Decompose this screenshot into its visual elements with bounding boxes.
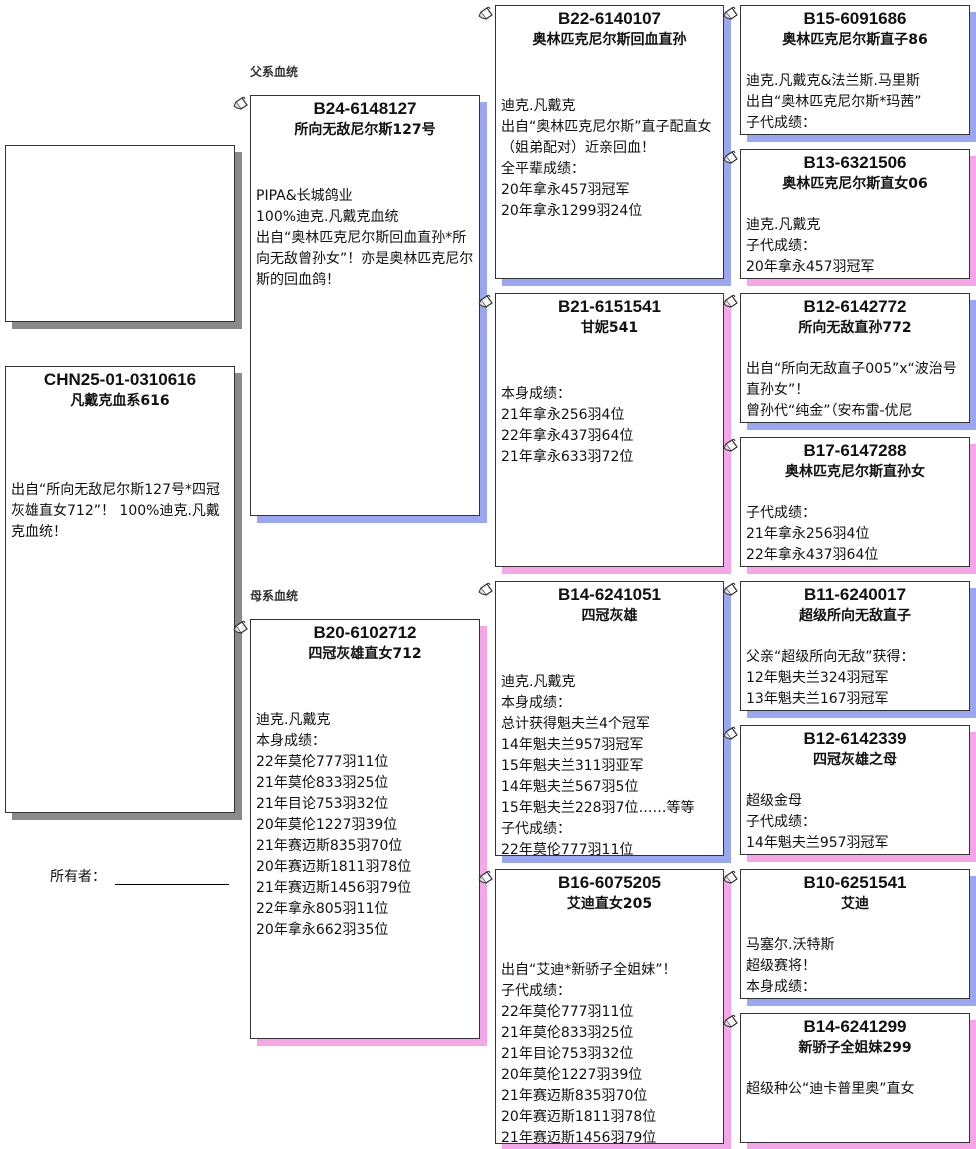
pigeon-notes: 出自“艾迪*新骄子全姐妹”！ 子代成绩： 22年莫伦777羽11位 21年莫伦8… [501,962,677,1144]
edit-bucket-icon[interactable] [723,438,739,454]
great-grandparent-card[interactable]: B17-6147288 奥林匹克尼尔斯直孙女 子代成绩： 21年拿永256羽4位… [740,437,970,567]
edit-bucket-icon[interactable] [478,582,494,598]
great-grandparent-card[interactable]: B13-6321506 奥林匹克尼尔斯直女06 迪克.凡戴克 子代成绩： 20年… [740,149,970,279]
owner-field[interactable] [115,884,229,885]
ring-number: B14-6241051 [557,585,662,604]
great-grandparent-card[interactable]: B10-6251541 艾迪 马塞尔.沃特斯 超级赛将！ 本身成绩： [740,869,970,999]
ring-number: B16-6075205 [557,873,662,892]
sire-card[interactable]: B24-6148127 所向无敌尼尔斯127号 PIPA&长城鸽业 100%迪克… [250,95,480,516]
ring-number: B21-6151541 [557,297,662,316]
great-grandparent-card[interactable]: B12-6142772 所向无敌直孙772 出自“所向无敌直子005”x“波治号… [740,293,970,423]
ring-number: B22-6140107 [557,9,662,28]
pigeon-name: 四冠灰雄直女712 [308,646,422,662]
ring-number: B17-6147288 [803,441,907,460]
edit-bucket-icon[interactable] [233,96,249,112]
grandparent-card[interactable]: B22-6140107 奥林匹克尼尔斯回血直孙 迪克.凡戴克 出自“奥林匹克尼尔… [495,5,724,279]
pigeon-name: 四冠灰雄 [581,608,638,624]
pigeon-name: 艾迪直女205 [566,896,653,912]
pigeon-notes: 迪克.凡戴克 本身成绩： 22年莫伦777羽11位 21年莫伦833羽25位 2… [256,712,412,938]
pigeon-notes: 子代成绩： 21年拿永256羽4位 22年拿永437羽64位 [746,505,879,563]
pigeon-notes: 迪克.凡戴克&法兰斯.马里斯 出自“奥林匹克尼尔斯*玛茜” 子代成绩： [746,73,922,131]
pigeon-name: 奥林匹克尼尔斯直孙女 [785,464,925,480]
grandparent-card[interactable]: B16-6075205 艾迪直女205 出自“艾迪*新骄子全姐妹”！ 子代成绩：… [495,869,724,1144]
pigeon-name: 奥林匹克尼尔斯直女06 [782,176,928,192]
pigeon-name: 四冠灰雄之母 [813,752,897,768]
great-grandparent-card[interactable]: B15-6091686 奥林匹克尼尔斯直子86 迪克.凡戴克&法兰斯.马里斯 出… [740,5,970,135]
pigeon-name: 所向无敌直孙772 [798,320,912,336]
edit-bucket-icon[interactable] [723,582,739,598]
dam-line-label: 母系血统 [250,589,299,603]
great-grandparent-card[interactable]: B12-6142339 四冠灰雄之母 超级金母 子代成绩： 14年魁夫兰957羽… [740,725,970,855]
grandparent-card[interactable]: B14-6241051 四冠灰雄 迪克.凡戴克 本身成绩： 总计获得魁夫兰4个冠… [495,581,724,856]
ring-number: B13-6321506 [803,153,907,172]
edit-bucket-icon[interactable] [723,1014,739,1030]
edit-bucket-icon[interactable] [723,870,739,886]
pigeon-name: 奥林匹克尼尔斯回血直孙 [532,32,687,48]
owner-label: 所有者： [50,869,106,885]
great-grandparent-card[interactable]: B14-6241299 新骄子全姐妹299 超级种公“迪卡普里奥”直女 [740,1013,970,1143]
pigeon-name: 甘妮541 [580,320,639,336]
edit-bucket-icon[interactable] [478,294,494,310]
pigeon-notes: 父亲“超级所向无敌”获得： 12年魁夫兰324羽冠军 13年魁夫兰167羽冠军 [746,649,915,707]
pigeon-notes: 超级金母 子代成绩： 14年魁夫兰957羽冠军 [746,793,889,851]
edit-bucket-icon[interactable] [723,294,739,310]
dam-card[interactable]: B20-6102712 四冠灰雄直女712 迪克.凡戴克 本身成绩： 22年莫伦… [250,619,480,1039]
photo-placeholder [5,145,235,322]
ring-number: B14-6241299 [803,1017,907,1036]
ring-number: B12-6142339 [803,729,907,748]
pigeon-notes: 迪克.凡戴克 本身成绩： 总计获得魁夫兰4个冠军 14年魁夫兰957羽冠军 15… [501,674,695,856]
pigeon-notes: PIPA&长城鸽业 100%迪克.凡戴克血统 出自“奥林匹克尼尔斯回血直孙*所向… [256,188,474,288]
great-grandparent-card[interactable]: B11-6240017 超级所向无敌直子 父亲“超级所向无敌”获得： 12年魁夫… [740,581,970,711]
pigeon-notes: 迪克.凡戴克 出自“奥林匹克尼尔斯”直子配直女（姐弟配对）近亲回血！ 全平辈成绩… [501,98,712,219]
edit-bucket-icon[interactable] [478,6,494,22]
pigeon-name: 奥林匹克尼尔斯直子86 [782,32,928,48]
pigeon-name: 新骄子全姐妹299 [798,1040,912,1056]
pigeon-notes: 出自“所向无敌尼尔斯127号*四冠灰雄直女712”！ 100%迪克.凡戴克血统！ [11,482,220,540]
sire-line-label: 父系血统 [250,65,299,79]
edit-bucket-icon[interactable] [723,150,739,166]
pigeon-name: 艾迪 [841,896,869,912]
ring-number: B11-6240017 [803,585,907,604]
ring-number: B20-6102712 [313,623,417,642]
edit-bucket-icon[interactable] [723,726,739,742]
ring-number: B10-6251541 [803,873,907,892]
pigeon-notes: 本身成绩： 21年拿永256羽4位 22年拿永437羽64位 21年拿永633羽… [501,386,634,465]
pigeon-name: 所向无敌尼尔斯127号 [294,122,436,138]
ring-number: B12-6142772 [803,297,907,316]
pigeon-name: 超级所向无敌直子 [799,608,911,624]
edit-bucket-icon[interactable] [723,6,739,22]
grandparent-card[interactable]: B21-6151541 甘妮541 本身成绩： 21年拿永256羽4位 22年拿… [495,293,724,567]
pigeon-notes: 出自“所向无敌直子005”x“波治号直孙女”！ 曾孙代“纯金”（安布雷-优尼 [746,361,957,419]
pigeon-notes: 迪克.凡戴克 子代成绩： 20年拿永457羽冠军 [746,217,875,275]
pigeon-name: 凡戴克血系616 [70,393,170,409]
pigeon-notes: 马塞尔.沃特斯 超级赛将！ 本身成绩： [746,937,835,995]
edit-bucket-icon[interactable] [233,620,249,636]
pigeon-notes: 超级种公“迪卡普里奥”直女 [746,1081,915,1097]
ring-number: CHN25-01-0310616 [43,370,197,389]
ring-number: B15-6091686 [803,9,907,28]
edit-bucket-icon[interactable] [478,870,494,886]
subject-card[interactable]: CHN25-01-0310616 凡戴克血系616 出自“所向无敌尼尔斯127号… [5,366,235,813]
ring-number: B24-6148127 [313,99,417,118]
